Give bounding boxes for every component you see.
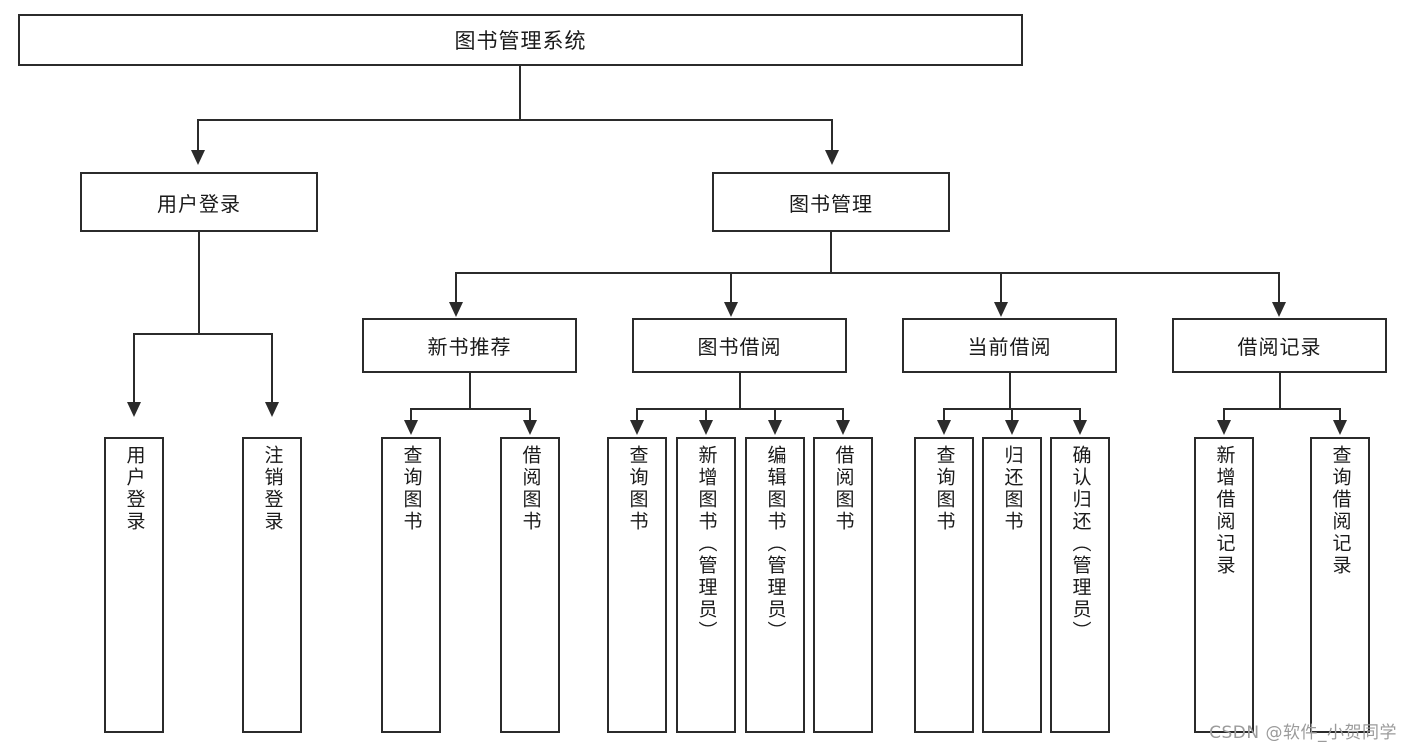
edge-drop-leaf-user-login-2 <box>271 333 273 405</box>
leaf-label: 归还图书 <box>1001 445 1024 533</box>
watermark: CSDN @软件_小贺同学 <box>1209 723 1397 743</box>
leaf-label: 确认归还（管理员） <box>1069 445 1092 643</box>
node-borrow-record[interactable]: 借阅记录 <box>1172 318 1387 373</box>
leaf-label: 新增图书（管理员） <box>695 445 718 643</box>
node-book-management[interactable]: 图书管理 <box>712 172 950 232</box>
arrowhead-book-borrow-leaf-3 <box>768 420 782 435</box>
leaf-label: 查询图书 <box>400 445 423 533</box>
node-new-book-recommend[interactable]: 新书推荐 <box>362 318 577 373</box>
edge-drop-book-borrow-leaf-3 <box>774 408 776 423</box>
edge-user-login-stem <box>198 232 200 334</box>
edge-drop-current-borrow-leaf-3 <box>1079 408 1081 423</box>
leaf-label: 注销登录 <box>261 445 284 533</box>
leaf-user-login-login[interactable]: 用户登录 <box>104 437 164 733</box>
arrowhead-leaf-user-login-2 <box>265 402 279 417</box>
leaf-label: 用户登录 <box>123 445 146 533</box>
leaf-label: 查询借阅记录 <box>1329 445 1352 577</box>
edge-tier3-bus <box>456 272 1280 274</box>
edge-drop-book-borrow-leaf-4 <box>842 408 844 423</box>
arrowhead-new-book-leaf-1 <box>404 420 418 435</box>
edge-drop-borrow-record-leaf-1 <box>1223 408 1225 423</box>
arrowhead-book-borrow-leaf-2 <box>699 420 713 435</box>
edge-drop-current-borrow <box>1000 272 1002 305</box>
leaf-label: 查询图书 <box>626 445 649 533</box>
edge-tier2-bus <box>197 119 833 121</box>
arrowhead-user-login <box>191 150 205 165</box>
leaf-borrow-record-query-record[interactable]: 查询借阅记录 <box>1310 437 1370 733</box>
edge-new-book-stem <box>469 373 471 409</box>
arrowhead-new-book <box>449 302 463 317</box>
leaf-current-borrow-confirm-return-admin[interactable]: 确认归还（管理员） <box>1050 437 1110 733</box>
edge-new-book-bus <box>411 408 531 410</box>
edge-drop-new-book-leaf-1 <box>410 408 412 423</box>
edge-drop-user-login <box>197 119 199 153</box>
edge-drop-new-book-leaf-2 <box>529 408 531 423</box>
leaf-current-borrow-query-book[interactable]: 查询图书 <box>914 437 974 733</box>
edge-borrow-record-bus <box>1224 408 1341 410</box>
edge-drop-book-manage <box>831 119 833 153</box>
arrowhead-book-borrow-leaf-4 <box>836 420 850 435</box>
edge-borrow-record-stem <box>1279 373 1281 409</box>
arrowhead-borrow-record <box>1272 302 1286 317</box>
node-label: 图书管理系统 <box>454 29 587 53</box>
arrowhead-current-borrow <box>994 302 1008 317</box>
arrowhead-book-borrow <box>724 302 738 317</box>
leaf-new-book-query-book[interactable]: 查询图书 <box>381 437 441 733</box>
leaf-book-borrow-borrow-book[interactable]: 借阅图书 <box>813 437 873 733</box>
leaf-label: 编辑图书（管理员） <box>764 445 787 643</box>
leaf-book-borrow-add-book-admin[interactable]: 新增图书（管理员） <box>676 437 736 733</box>
edge-drop-borrow-record <box>1278 272 1280 305</box>
edge-book-borrow-stem <box>739 373 741 409</box>
leaf-book-borrow-edit-book-admin[interactable]: 编辑图书（管理员） <box>745 437 805 733</box>
node-label: 当前借阅 <box>967 335 1052 359</box>
arrowhead-book-borrow-leaf-1 <box>630 420 644 435</box>
leaf-user-login-logout[interactable]: 注销登录 <box>242 437 302 733</box>
edge-drop-book-borrow <box>730 272 732 305</box>
leaf-label: 新增借阅记录 <box>1213 445 1236 577</box>
leaf-current-borrow-return-book[interactable]: 归还图书 <box>982 437 1042 733</box>
edge-current-borrow-stem <box>1009 373 1011 409</box>
edge-drop-current-borrow-leaf-2 <box>1011 408 1013 423</box>
arrowhead-borrow-record-leaf-2 <box>1333 420 1347 435</box>
arrowhead-current-borrow-leaf-1 <box>937 420 951 435</box>
arrowhead-current-borrow-leaf-3 <box>1073 420 1087 435</box>
node-current-borrow[interactable]: 当前借阅 <box>902 318 1117 373</box>
edge-drop-new-book <box>455 272 457 305</box>
leaf-label: 借阅图书 <box>519 445 542 533</box>
arrowhead-current-borrow-leaf-2 <box>1005 420 1019 435</box>
node-label: 用户登录 <box>157 191 241 216</box>
leaf-borrow-record-add-record[interactable]: 新增借阅记录 <box>1194 437 1254 733</box>
node-root-system[interactable]: 图书管理系统 <box>18 14 1023 66</box>
edge-drop-leaf-user-login-1 <box>133 333 135 405</box>
arrowhead-new-book-leaf-2 <box>523 420 537 435</box>
node-user-login[interactable]: 用户登录 <box>80 172 318 232</box>
node-book-borrow[interactable]: 图书借阅 <box>632 318 847 373</box>
edge-user-login-bus <box>134 333 272 335</box>
leaf-new-book-borrow-book[interactable]: 借阅图书 <box>500 437 560 733</box>
edge-book-manage-stem <box>830 232 832 273</box>
node-label: 图书借阅 <box>697 335 782 359</box>
node-label: 借阅记录 <box>1237 335 1322 359</box>
arrowhead-book-manage <box>825 150 839 165</box>
edge-drop-book-borrow-leaf-1 <box>636 408 638 423</box>
edge-drop-current-borrow-leaf-1 <box>943 408 945 423</box>
node-label: 新书推荐 <box>427 335 512 359</box>
arrowhead-borrow-record-leaf-1 <box>1217 420 1231 435</box>
edge-book-borrow-bus <box>637 408 843 410</box>
edge-drop-borrow-record-leaf-2 <box>1339 408 1341 423</box>
arrowhead-leaf-user-login-1 <box>127 402 141 417</box>
leaf-label: 借阅图书 <box>832 445 855 533</box>
leaf-book-borrow-query-book[interactable]: 查询图书 <box>607 437 667 733</box>
edge-drop-book-borrow-leaf-2 <box>705 408 707 423</box>
node-label: 图书管理 <box>789 191 873 216</box>
edge-root-stem <box>519 66 521 120</box>
leaf-label: 查询图书 <box>933 445 956 533</box>
